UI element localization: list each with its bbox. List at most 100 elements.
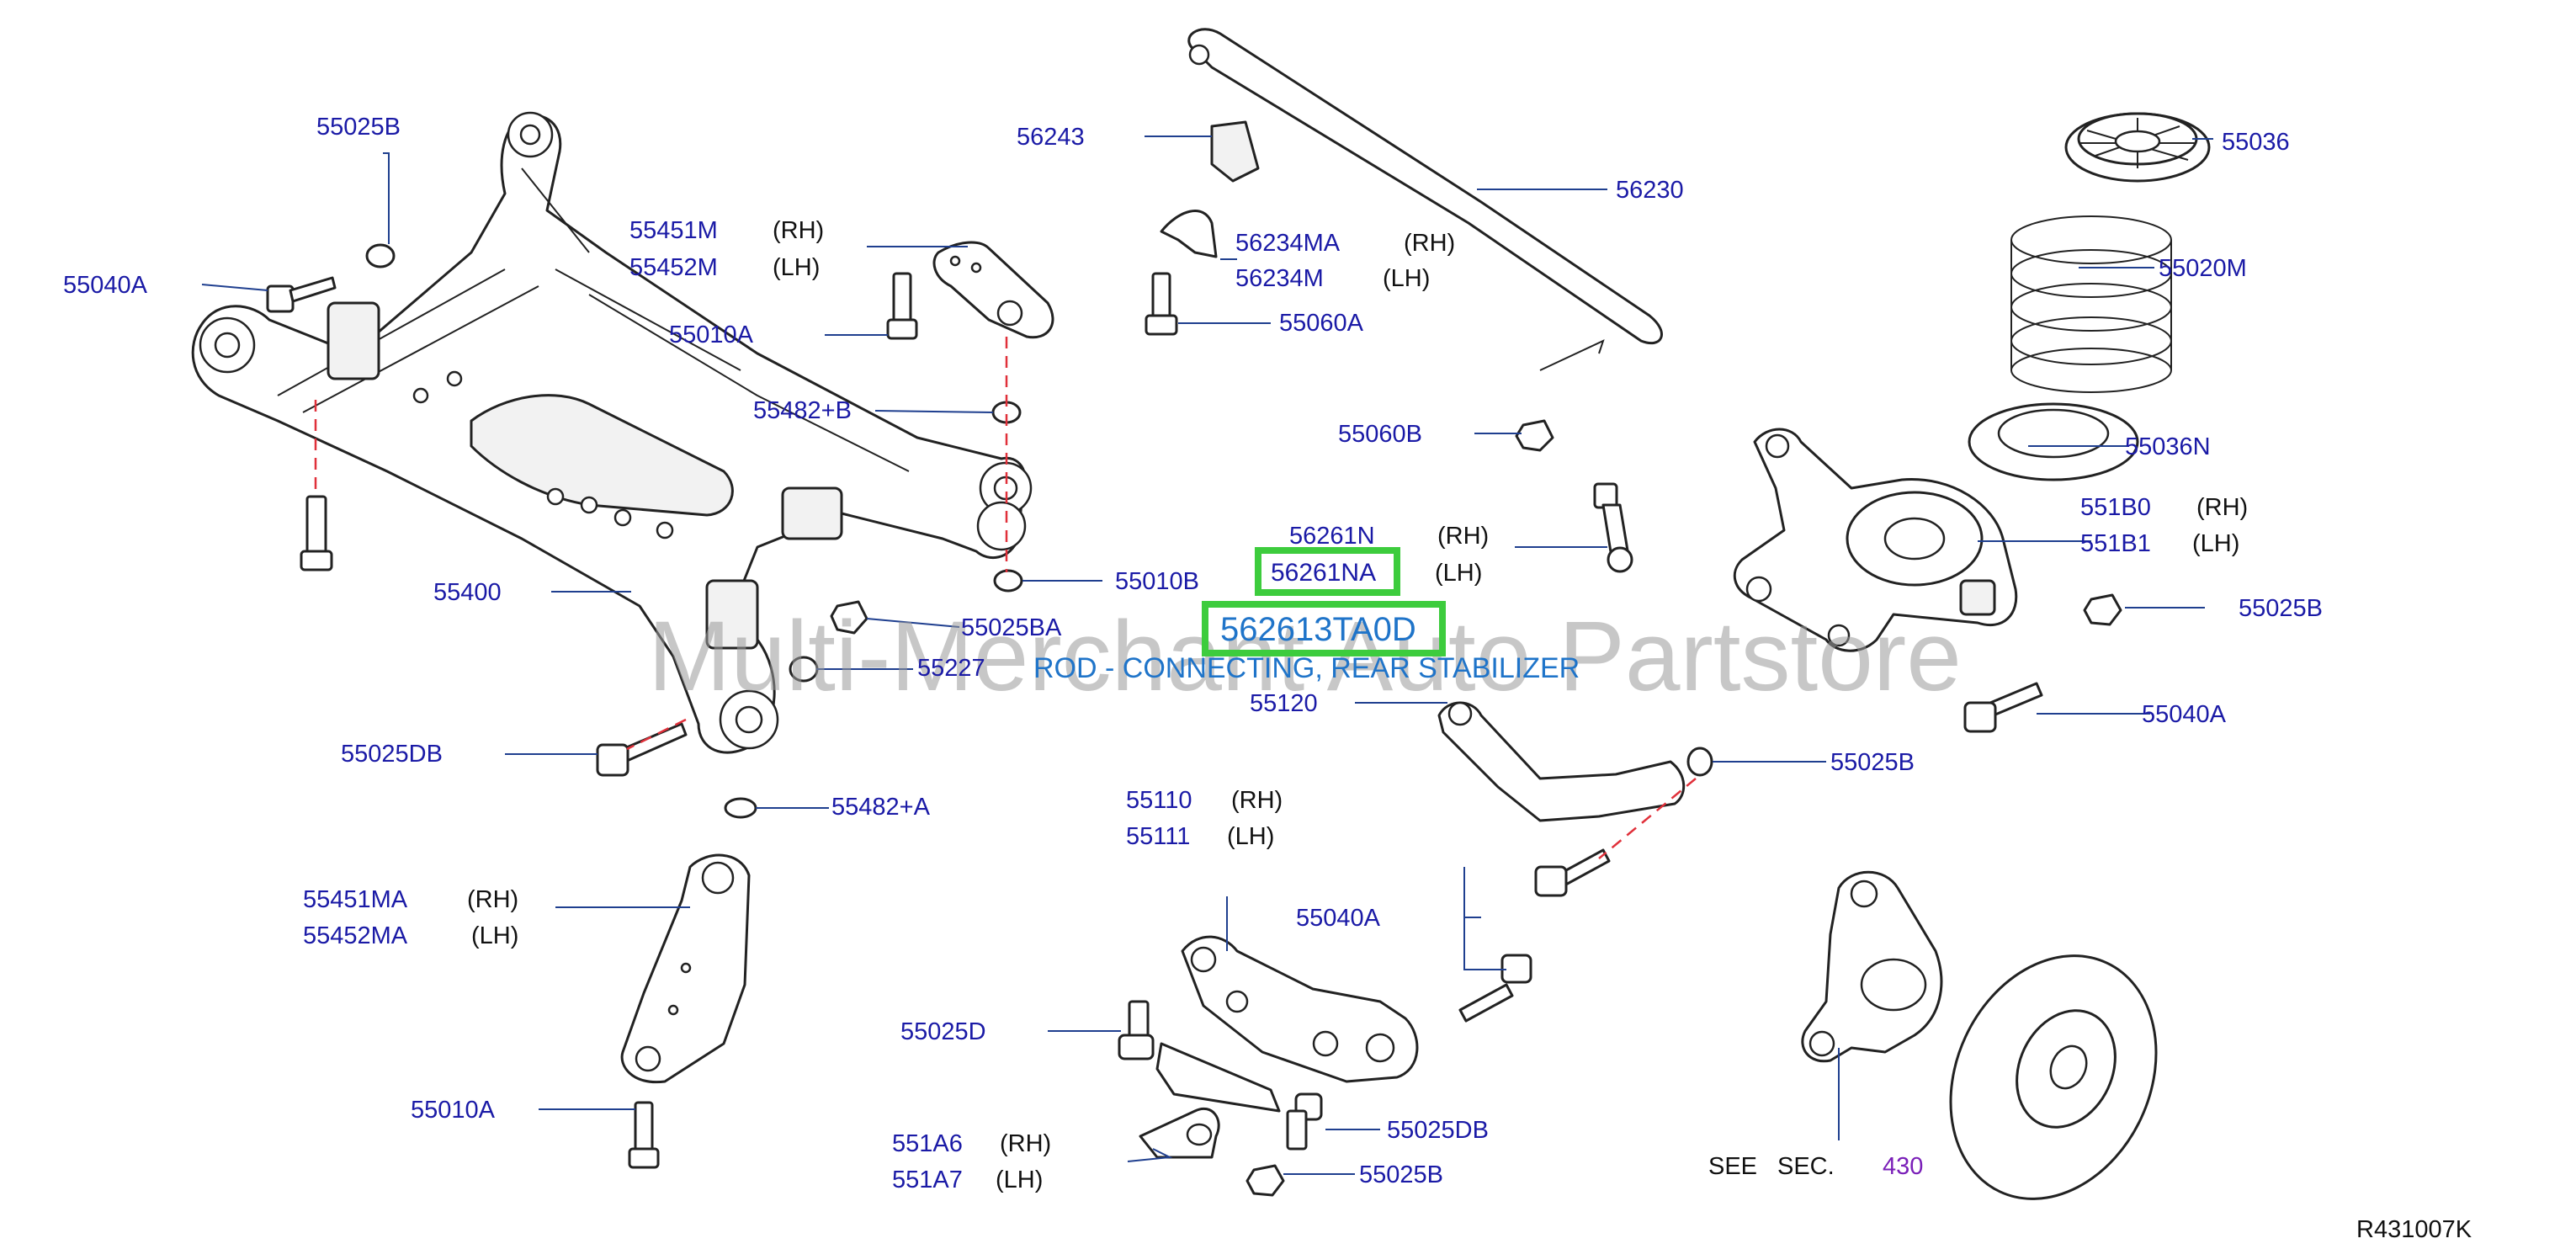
highlight-box-part-number bbox=[1202, 601, 1446, 656]
label-55400[interactable]: 55400 bbox=[433, 579, 502, 606]
label-56234MA-side: (RH) bbox=[1404, 230, 1455, 257]
label-55111-side: (LH) bbox=[1227, 823, 1274, 850]
rotor-drawing[interactable] bbox=[1912, 922, 2194, 1232]
bracket-55451MA-drawing[interactable] bbox=[620, 853, 751, 1084]
see-text: SEE bbox=[1708, 1153, 1757, 1180]
section-430-link[interactable]: 430 bbox=[1883, 1153, 1923, 1180]
bolt-55010A-lower-drawing[interactable] bbox=[628, 1101, 660, 1169]
connecting-rod-56261N-drawing[interactable] bbox=[1593, 482, 1633, 573]
label-55482A[interactable]: 55482+A bbox=[831, 794, 931, 821]
label-55227[interactable]: 55227 bbox=[917, 655, 985, 682]
label-55025DB-left[interactable]: 55025DB bbox=[341, 741, 443, 768]
centerline-bolt-left bbox=[626, 718, 687, 751]
label-55025B-mid[interactable]: 55025B bbox=[1830, 749, 1915, 776]
nut-55025BA-drawing[interactable] bbox=[830, 600, 868, 635]
label-55452MA-side: (LH) bbox=[471, 922, 518, 949]
washer-55025B-top-drawing[interactable] bbox=[365, 243, 396, 268]
label-56234M-side: (LH) bbox=[1383, 265, 1430, 292]
label-55040A-right[interactable]: 55040A bbox=[2142, 701, 2227, 728]
label-551A7[interactable]: 551A7 bbox=[892, 1167, 963, 1193]
lower-link-55110-drawing[interactable] bbox=[1181, 935, 1419, 1083]
label-55025D[interactable]: 55025D bbox=[900, 1018, 986, 1045]
bolt-55040A-mid-upper-drawing[interactable] bbox=[1534, 848, 1611, 897]
label-55451MA-side: (RH) bbox=[467, 886, 518, 913]
label-55020M[interactable]: 55020M bbox=[2159, 255, 2247, 282]
label-55025B-lower[interactable]: 55025B bbox=[1359, 1161, 1443, 1188]
bushing-56243-drawing[interactable] bbox=[1210, 120, 1260, 183]
label-55452MA[interactable]: 55452MA bbox=[303, 922, 408, 949]
coil-spring-55020M-drawing[interactable] bbox=[2010, 215, 2172, 393]
diagram-code: R431007K bbox=[2356, 1216, 2472, 1243]
label-56234MA[interactable]: 56234MA bbox=[1235, 230, 1341, 257]
washer-55025B-mid-drawing[interactable] bbox=[1686, 747, 1713, 777]
bush-55010B-drawing[interactable] bbox=[993, 569, 1023, 593]
leader-lines bbox=[201, 136, 2213, 1175]
washer-55482A-drawing[interactable] bbox=[724, 797, 757, 819]
label-55036[interactable]: 55036 bbox=[2222, 129, 2290, 156]
bolt-55040A-left-drawing[interactable] bbox=[266, 276, 337, 313]
bolt-55025DB-lower-drawing[interactable] bbox=[1286, 1092, 1323, 1151]
label-56261N-side: (RH) bbox=[1437, 523, 1489, 550]
stabilizer-bar-56230-drawing[interactable] bbox=[1187, 28, 1663, 371]
knuckle-drawing[interactable] bbox=[1801, 870, 1943, 1063]
label-55010B[interactable]: 55010B bbox=[1115, 568, 1199, 595]
clamp-56234MA-drawing[interactable] bbox=[1160, 210, 1218, 258]
bolt-55010A-upper-drawing[interactable] bbox=[886, 272, 918, 340]
label-56234M[interactable]: 56234M bbox=[1235, 265, 1324, 292]
label-56261N[interactable]: 56261N bbox=[1289, 523, 1375, 550]
bolt-55040A-right-drawing[interactable] bbox=[1963, 682, 2043, 733]
label-55482B[interactable]: 55482+B bbox=[753, 397, 852, 424]
suspension-member-drawing[interactable] bbox=[191, 111, 1033, 754]
highlighted-part-number[interactable]: 562613TA0D bbox=[1220, 611, 1416, 648]
bolt-55025D-drawing[interactable] bbox=[1118, 1000, 1155, 1060]
label-56261NA-side: (LH) bbox=[1435, 560, 1482, 587]
label-55452M[interactable]: 55452M bbox=[629, 254, 718, 281]
centerline-link bbox=[1598, 778, 1697, 859]
label-55110[interactable]: 55110 bbox=[1126, 787, 1192, 814]
bolt-lower-left-drawing[interactable] bbox=[300, 495, 333, 571]
bolt-55060A-drawing[interactable] bbox=[1145, 272, 1178, 336]
label-55010A-upper[interactable]: 55010A bbox=[669, 322, 754, 348]
label-56243[interactable]: 56243 bbox=[1017, 124, 1085, 151]
label-55452M-side: (LH) bbox=[773, 254, 820, 281]
label-551A6[interactable]: 551A6 bbox=[892, 1130, 963, 1157]
spring-seat-55036-drawing[interactable] bbox=[2064, 112, 2211, 183]
sec-text: SEC. bbox=[1777, 1153, 1835, 1180]
label-551A7-side: (LH) bbox=[996, 1167, 1043, 1193]
label-551B0[interactable]: 551B0 bbox=[2080, 494, 2151, 521]
bolt-55025DB-left-drawing[interactable] bbox=[596, 722, 688, 777]
label-551B0-side: (RH) bbox=[2196, 494, 2248, 521]
label-55060A[interactable]: 55060A bbox=[1279, 310, 1364, 337]
label-55040A-mid[interactable]: 55040A bbox=[1296, 905, 1381, 932]
label-55111[interactable]: 55111 bbox=[1126, 823, 1190, 850]
label-551B1[interactable]: 551B1 bbox=[2080, 530, 2151, 557]
lower-arm-551B0-drawing[interactable] bbox=[1733, 428, 2018, 652]
label-55025DB-lower[interactable]: 55025DB bbox=[1387, 1117, 1489, 1144]
label-55451M[interactable]: 55451M bbox=[629, 217, 718, 244]
label-55451M-side: (RH) bbox=[773, 217, 824, 244]
label-55036N[interactable]: 55036N bbox=[2125, 433, 2211, 460]
plate-551A6-drawing[interactable] bbox=[1139, 1042, 1281, 1159]
link-55120-drawing[interactable] bbox=[1437, 701, 1686, 822]
label-55025B-right[interactable]: 55025B bbox=[2239, 595, 2323, 622]
label-55451MA[interactable]: 55451MA bbox=[303, 886, 408, 913]
label-55010A-lower[interactable]: 55010A bbox=[411, 1097, 496, 1124]
label-55110-side: (RH) bbox=[1231, 787, 1283, 814]
nut-55060B-drawing[interactable] bbox=[1515, 419, 1554, 452]
label-55025BA[interactable]: 55025BA bbox=[961, 614, 1062, 641]
label-55120[interactable]: 55120 bbox=[1250, 690, 1318, 717]
label-55025B-top[interactable]: 55025B bbox=[316, 114, 401, 141]
label-56261NA-highlighted[interactable]: 56261NA bbox=[1271, 559, 1376, 587]
nut-55025B-right-drawing[interactable] bbox=[2083, 593, 2122, 626]
label-55060B[interactable]: 55060B bbox=[1338, 421, 1422, 448]
bolt-55040A-mid-lower-drawing[interactable] bbox=[1458, 954, 1532, 1023]
label-56230[interactable]: 56230 bbox=[1616, 177, 1684, 204]
bracket-55451M-drawing[interactable] bbox=[932, 241, 1054, 339]
label-55040A-left[interactable]: 55040A bbox=[63, 272, 148, 299]
spring-seat-55036N-drawing[interactable] bbox=[1968, 402, 2139, 481]
label-551B1-side: (LH) bbox=[2192, 530, 2239, 557]
highlighted-part-description: ROD - CONNECTING, REAR STABILIZER bbox=[1033, 652, 1580, 684]
nut-55025B-lower-drawing[interactable] bbox=[1246, 1164, 1285, 1197]
